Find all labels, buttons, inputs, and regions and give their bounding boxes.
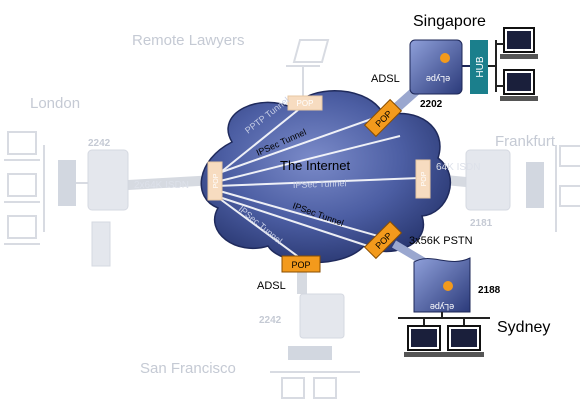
pop-remote-faded: POP bbox=[287, 95, 323, 111]
svg-text:eLype: eLype bbox=[426, 74, 450, 84]
sanfrancisco-device bbox=[299, 293, 345, 339]
svg-text:POP: POP bbox=[291, 260, 310, 270]
pop-sanfrancisco: POP bbox=[281, 255, 321, 273]
singapore-label: Singapore bbox=[413, 13, 486, 30]
pop-singapore: POP bbox=[363, 98, 403, 138]
svg-text:POP: POP bbox=[297, 99, 314, 108]
pop-frankfurt-faded: POP bbox=[415, 159, 431, 199]
sanfrancisco-computer-1 bbox=[281, 377, 305, 399]
ipsec-tunnel-label-frankfurt: IPSec Tunnel bbox=[293, 178, 347, 190]
frankfurt-hub bbox=[526, 162, 544, 208]
sydney-label: Sydney bbox=[497, 319, 550, 336]
london-device bbox=[87, 149, 129, 211]
frankfurt-computer-1 bbox=[559, 145, 580, 167]
internet-label: The Internet bbox=[280, 158, 350, 173]
singapore-device: eLype bbox=[409, 39, 463, 95]
remote-lawyers-laptop bbox=[286, 39, 330, 67]
london-label: London bbox=[30, 95, 80, 112]
sydney-link-label: 3x56K PSTN bbox=[409, 235, 473, 247]
sanfrancisco-label: San Francisco bbox=[140, 360, 236, 377]
frankfurt-device-number: 2181 bbox=[470, 218, 493, 229]
svg-text:HUB: HUB bbox=[475, 56, 486, 77]
london-computer-2 bbox=[4, 173, 40, 203]
frankfurt-device bbox=[465, 149, 511, 211]
device-logo-icon bbox=[440, 53, 450, 63]
svg-text:POP: POP bbox=[421, 171, 428, 186]
london-hub bbox=[58, 160, 76, 206]
singapore-computer-2 bbox=[496, 69, 538, 101]
singapore-computer-1 bbox=[496, 27, 538, 59]
london-device-number: 2242 bbox=[88, 138, 111, 149]
singapore-device-number: 2202 bbox=[420, 99, 443, 110]
sanfrancisco-link-label: ADSL bbox=[257, 280, 286, 292]
london-computer-3 bbox=[4, 215, 40, 245]
svg-text:eLype: eLype bbox=[430, 302, 454, 312]
singapore-hub: HUB bbox=[470, 40, 488, 94]
internet-cloud bbox=[200, 90, 451, 264]
svg-text:POP: POP bbox=[213, 173, 220, 188]
sydney-computer-1 bbox=[404, 318, 444, 357]
sanfrancisco-device-number: 2242 bbox=[259, 315, 282, 326]
london-server bbox=[91, 221, 111, 267]
singapore-link-label: ADSL bbox=[371, 73, 400, 85]
sanfrancisco-computer-2 bbox=[313, 377, 337, 399]
tunnel-rays bbox=[215, 109, 421, 259]
remote-lawyers-label: Remote Lawyers bbox=[132, 32, 245, 49]
frankfurt-computer-2 bbox=[559, 185, 580, 207]
frankfurt-label: Frankfurt bbox=[495, 133, 556, 150]
faded-sites bbox=[4, 39, 580, 399]
pop-sydney: POP bbox=[363, 220, 403, 260]
sydney-device: eLype bbox=[413, 257, 471, 313]
london-computer-1 bbox=[4, 131, 40, 161]
london-link-label: 2x64K ISDN bbox=[134, 180, 189, 191]
device-logo-icon bbox=[443, 281, 453, 291]
sydney-computer-2 bbox=[444, 318, 484, 357]
sanfrancisco-hub bbox=[288, 346, 332, 360]
pop-london-faded: POP bbox=[207, 161, 223, 201]
sydney-device-number: 2188 bbox=[478, 285, 501, 296]
frankfurt-link-label: 64K ISDN bbox=[436, 162, 480, 173]
